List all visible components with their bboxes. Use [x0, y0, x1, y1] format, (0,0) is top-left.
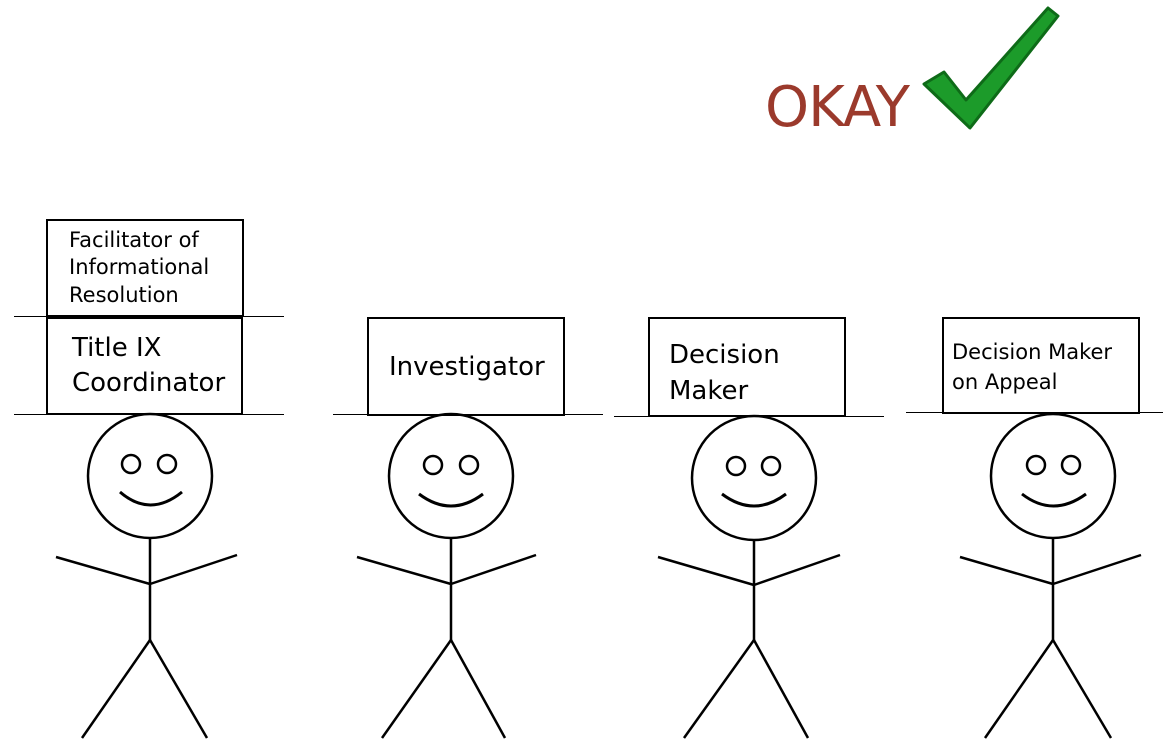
stick-figure	[657, 414, 841, 739]
hat-decision-maker: Decision Maker	[648, 317, 846, 417]
stick-figure	[959, 412, 1142, 739]
checkmark-icon	[922, 6, 1060, 130]
stick-figure	[55, 412, 238, 739]
hat-decision-maker-on-appeal: Decision Maker on Appeal	[942, 317, 1140, 414]
hat-facilitator: Facilitator of Informational Resolution	[46, 219, 244, 317]
hat-title-ix-coordinator: Title IX Coordinator	[46, 317, 243, 415]
okay-label: OKAY	[765, 75, 910, 140]
hat-brim	[906, 412, 1163, 413]
hat-brim	[14, 316, 284, 317]
stick-figure	[356, 412, 537, 739]
hat-investigator: Investigator	[367, 317, 565, 416]
hat-brim	[333, 414, 603, 415]
